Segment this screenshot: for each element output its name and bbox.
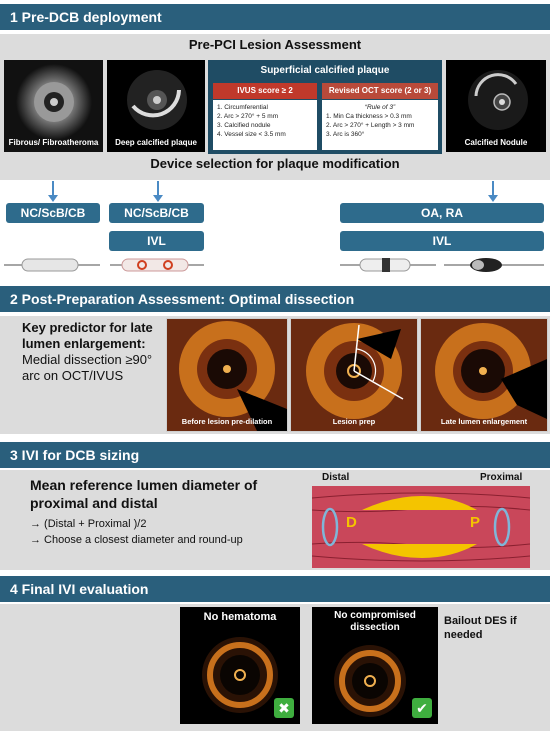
- oct-rule-label: “Rule of 3”: [364, 104, 396, 111]
- nodule-graphic: [468, 70, 528, 130]
- oct-item: 2. Arc > 270° + Length > 3 mm: [326, 122, 415, 129]
- distal-letter: D: [346, 514, 357, 531]
- no-dissection-graphic: [334, 645, 406, 717]
- device-pill-ivl-2: IVL: [340, 231, 544, 251]
- no-hematoma-graphic: [202, 637, 278, 713]
- late-lumen-caption: Late lumen enlargement: [440, 417, 528, 426]
- balloon-catheter-icon: [4, 258, 100, 272]
- before-predilation-caption: Before lesion pre-dilation: [181, 417, 273, 426]
- lesion-prep-caption: Lesion prep: [332, 417, 376, 426]
- section3-header: 3 IVI for DCB sizing: [0, 442, 550, 468]
- arrow-col3: [492, 181, 494, 197]
- oct-score-list: “Rule of 3” 1. Min Ca thickness > 0.3 mm…: [322, 100, 438, 150]
- formula-line: → (Distal + Proximal )/2: [30, 518, 147, 530]
- oct-lesion-prep-graphic: [291, 319, 417, 431]
- distal-label: Distal: [322, 472, 350, 483]
- mean-reference-title: Mean reference lumen diameter of proxima…: [30, 477, 258, 511]
- oct-late-lumen-graphic: [421, 319, 547, 431]
- medial-dissection-text: Medial dissection ≥90° arc on OCT/IVUS: [22, 352, 153, 383]
- fibrous-caption: Fibrous/ Fibroatheroma: [8, 138, 99, 147]
- deep-calcified-ivus-image: Deep calcified plaque: [107, 60, 205, 152]
- no-dissection-caption: No compromised dissection: [334, 610, 416, 633]
- check-mark-icon: ✔: [412, 698, 432, 718]
- oct-late-lumen-image: Late lumen enlargement: [420, 318, 548, 432]
- lesion-assessment-title: Pre-PCI Lesion Assessment: [188, 37, 362, 52]
- arrow-col3-head: [488, 195, 498, 202]
- device-pill-nc-1: NC/ScB/CB: [6, 203, 100, 223]
- arrow-col1: [52, 181, 54, 197]
- section2-header: 2 Post-Preparation Assessment: Optimal d…: [0, 286, 550, 312]
- arrow-col2-head: [153, 195, 163, 202]
- proximal-letter: P: [470, 514, 481, 531]
- ivus-item: 3. Calcified nodule: [217, 122, 271, 129]
- section4-header: 4 Final IVI evaluation: [0, 576, 550, 602]
- deep-calcified-caption: Deep calcified plaque: [115, 138, 197, 147]
- arrow-col2: [157, 181, 159, 197]
- orbital-atherectomy-icon: [340, 258, 436, 272]
- superficial-plaque-title: Superficial calcified plaque: [260, 65, 390, 76]
- no-hematoma-image: No hematoma ✖: [180, 607, 300, 724]
- ivus-item: 4. Vessel size < 3.5 mm: [217, 131, 286, 138]
- rotational-atherectomy-icon: [444, 258, 544, 272]
- no-hematoma-caption: No hematoma: [203, 611, 277, 623]
- deep-calcified-graphic: [127, 70, 187, 130]
- oct-item: 1. Min Ca thickness > 0.3 mm: [326, 113, 412, 120]
- calcified-nodule-caption: Calcified Nodule: [464, 138, 528, 147]
- key-predictor-label: Key predictor for late lumen enlargement…: [22, 320, 153, 351]
- bailout-des-text: Bailout DES if needed: [444, 615, 517, 641]
- oct-before-graphic: [167, 319, 287, 431]
- device-pill-oa-ra: OA, RA: [340, 203, 544, 223]
- oct-score-title: Revised OCT score (2 or 3): [322, 83, 438, 99]
- round-up-line: → Choose a closest diameter and round-up: [30, 534, 243, 546]
- device-pill-ivl-1: IVL: [109, 231, 204, 251]
- ivus-item: 1. Circumferential: [217, 104, 268, 111]
- section1-header: 1 Pre-DCB deployment: [0, 4, 550, 30]
- proximal-label: Proximal: [480, 472, 523, 483]
- ivus-score-title: IVUS score ≥ 2: [213, 83, 317, 99]
- device-pill-nc-2: NC/ScB/CB: [109, 203, 204, 223]
- ivl-catheter-icon: [110, 258, 204, 272]
- fibrous-vessel-graphic: [16, 64, 92, 140]
- oct-lesion-prep-image: Lesion prep: [290, 318, 418, 432]
- oct-before-predilation-image: Before lesion pre-dilation: [166, 318, 288, 432]
- device-selection-title: Device selection for plaque modification: [150, 156, 400, 171]
- arrow-col1-head: [48, 195, 58, 202]
- fibrous-ivus-image: Fibrous/ Fibroatheroma: [4, 60, 103, 152]
- cross-mark-icon: ✖: [274, 698, 294, 718]
- ivus-item: 2. Arc > 270° + 5 mm: [217, 113, 279, 120]
- ivus-score-list: 1. Circumferential 2. Arc > 270° + 5 mm …: [213, 100, 317, 150]
- no-compromised-dissection-image: No compromised dissection ✔: [312, 607, 438, 724]
- vessel-longitudinal-diagram: [312, 486, 530, 568]
- oct-item: 3. Arc is 360°: [326, 131, 365, 138]
- calcified-nodule-image: Calcified Nodule: [446, 60, 546, 152]
